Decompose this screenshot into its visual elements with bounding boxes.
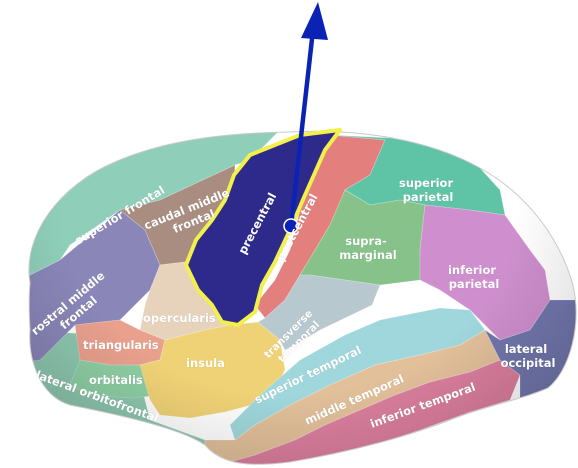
label-lateral-occipital: lateral occipital: [501, 342, 556, 370]
label-triangularis: triangularis: [83, 338, 159, 352]
label-opercularis: opercularis: [143, 311, 216, 325]
label-inferior-parietal: inferior parietal: [448, 263, 500, 291]
label-insula: insula: [186, 356, 225, 370]
label-orbitalis: orbitalis: [89, 373, 143, 387]
label-supramarginal: supra- marginal: [339, 234, 396, 262]
label-superior-parietal: superior parietal: [399, 176, 457, 204]
arrow-head: [301, 2, 328, 40]
